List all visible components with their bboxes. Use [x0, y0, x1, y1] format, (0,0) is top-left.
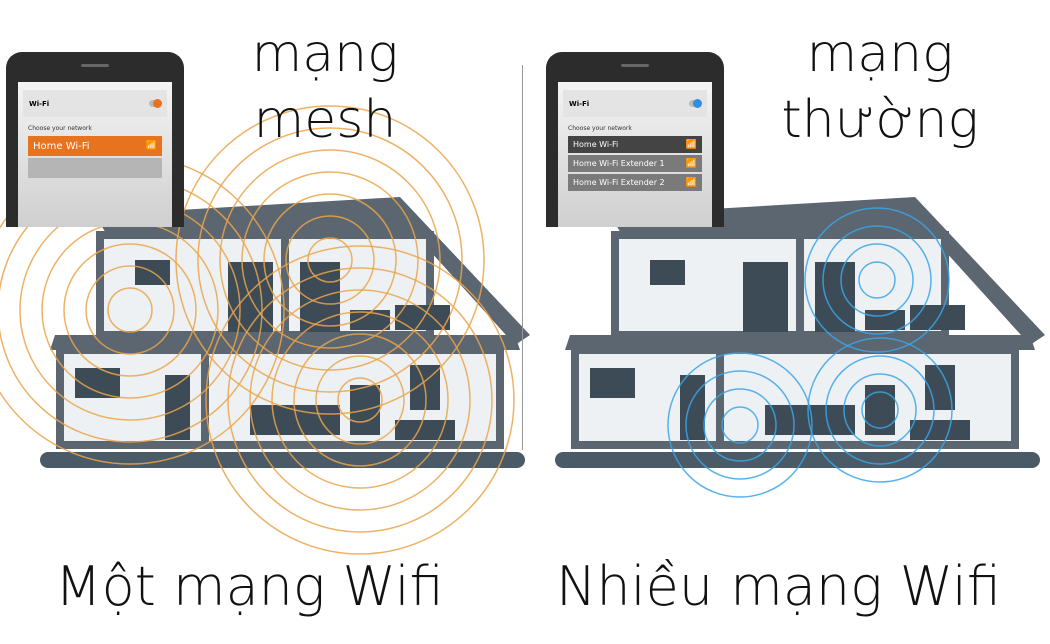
wifi-signal-ring: [175, 105, 485, 415]
wifi-signal-ring: [63, 243, 197, 377]
phone-mesh: Wi-Fi Choose your network Home Wi-Fi📶: [6, 52, 184, 227]
wifi-signal-ring: [858, 261, 896, 299]
wifi-signal-ring: [807, 337, 953, 483]
wifi-signal-ring: [107, 287, 153, 333]
furniture: [680, 375, 705, 440]
furniture: [925, 365, 955, 410]
wifi-signal-ring: [285, 215, 375, 305]
network-item[interactable]: Home Wi-Fi📶: [28, 136, 162, 156]
wifi-signal-ring: [241, 171, 419, 349]
empty-network-slot: [28, 158, 162, 178]
furniture: [395, 420, 455, 440]
wifi-signal-ring: [840, 243, 914, 317]
wifi-signal-ring: [337, 377, 383, 423]
wifi-signal-ring: [843, 373, 917, 447]
wifi-signal-ring: [227, 267, 493, 533]
wifi-toggle[interactable]: [689, 99, 702, 108]
wifi-signal-ring: [685, 370, 795, 480]
furniture: [743, 262, 788, 332]
wifi-signal-ring: [825, 355, 935, 465]
furniture: [910, 305, 965, 330]
network-item[interactable]: Home Wi-Fi📶: [568, 136, 702, 153]
wifi-signal-ring: [307, 237, 353, 283]
wifi-signal-ring: [703, 388, 777, 462]
choose-network-label: Choose your network: [568, 125, 632, 132]
wifi-icon: 📶: [685, 177, 697, 188]
wifi-signal-ring: [315, 355, 405, 445]
wifi-toggle[interactable]: [149, 99, 162, 108]
phone-regular: Wi-Fi Choose your network Home Wi-Fi📶 Ho…: [546, 52, 724, 227]
furniture: [910, 420, 970, 440]
wifi-title: Wi-Fi: [569, 99, 590, 108]
furniture: [865, 385, 895, 435]
wifi-icon: 📶: [685, 139, 697, 150]
wifi-signal-ring: [249, 289, 471, 511]
ground: [555, 452, 1040, 468]
ground: [40, 452, 525, 468]
caption-regular: Nhiều mạng Wifi: [556, 555, 1001, 618]
wifi-signal-ring: [822, 225, 932, 335]
wifi-signal-ring: [205, 245, 515, 555]
choose-network-label: Choose your network: [28, 125, 92, 132]
caption-mesh: Một mạng Wifi: [55, 555, 444, 618]
divider: [522, 65, 523, 450]
furniture: [590, 368, 635, 398]
network-item[interactable]: Home Wi-Fi Extender 2📶: [568, 174, 702, 191]
wifi-signal-ring: [293, 333, 427, 467]
wifi-icon: 📶: [145, 141, 157, 151]
furniture: [650, 260, 685, 285]
wifi-signal-ring: [219, 149, 441, 371]
furniture: [75, 368, 120, 398]
network-item[interactable]: Home Wi-Fi Extender 1📶: [568, 155, 702, 172]
furniture: [815, 262, 855, 332]
wifi-signal-ring: [271, 311, 449, 489]
wifi-signal-ring: [197, 127, 463, 393]
wifi-signal-ring: [667, 352, 813, 498]
wifi-icon: 📶: [685, 158, 697, 169]
wifi-signal-ring: [263, 193, 397, 327]
wifi-signal-ring: [721, 406, 759, 444]
furniture: [865, 310, 905, 330]
wifi-signal-ring: [85, 265, 175, 355]
wifi-signal-ring: [804, 207, 950, 353]
wifi-title: Wi-Fi: [29, 99, 50, 108]
wifi-signal-ring: [861, 391, 899, 429]
